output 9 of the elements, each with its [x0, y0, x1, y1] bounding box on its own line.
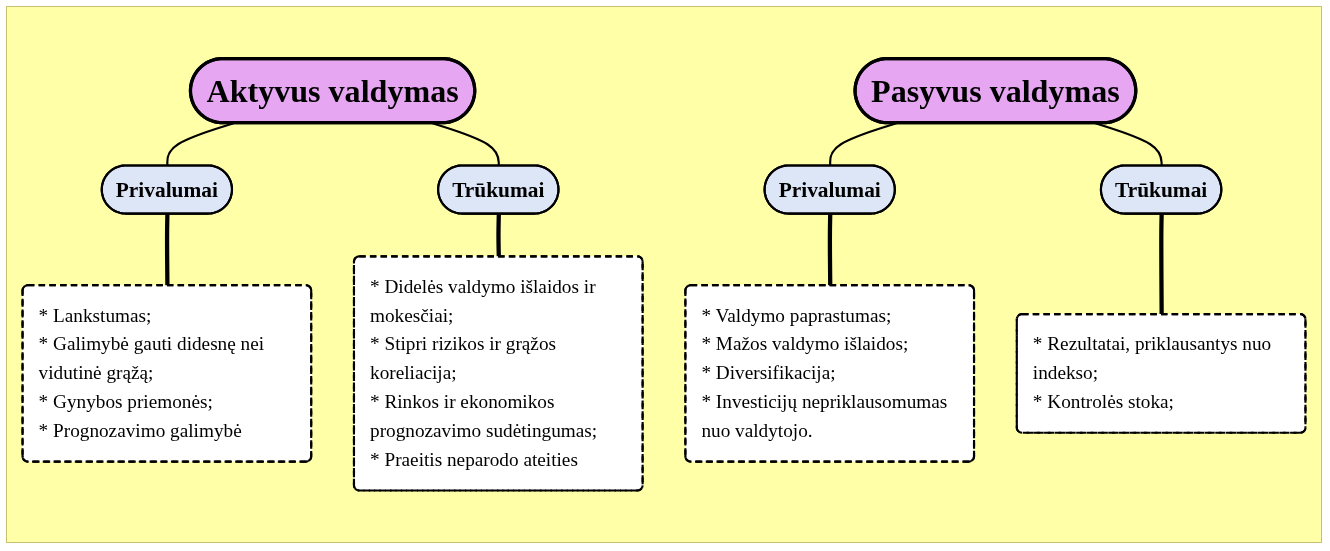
connector	[1095, 122, 1163, 166]
connector	[164, 214, 170, 286]
connector	[496, 214, 501, 257]
connector	[1159, 214, 1164, 315]
diagram-background: Aktyvus valdymas Privalumai Trūkumai * Lankstumas; * Galimybė gauti didesnę nei vidutinė grąžą; * Gynybos priemonės; * Prognozavimo galimybė * Didelės valdymo išlaidos ir mokesčiai; * Stipri rizikos ir grąžos koreliacija; * Rinkos ir ekonomikos prognozavimo sudėtingumas; * Praeitis neparodo ateities Pasyvus valdymas Privalumai Trūkumai * Valdymo paprastumas; * Mažos valdymo išlaidos; * Diversifikacija; * Investicijų nepriklausomumas nuo valdytojo. * Rezultatai, priklausantys nuo indekso; * Kontrolės stoka;	[6, 6, 1322, 543]
connector	[166, 122, 234, 166]
connector	[827, 214, 833, 286]
connector	[432, 122, 500, 166]
connector	[829, 122, 897, 166]
